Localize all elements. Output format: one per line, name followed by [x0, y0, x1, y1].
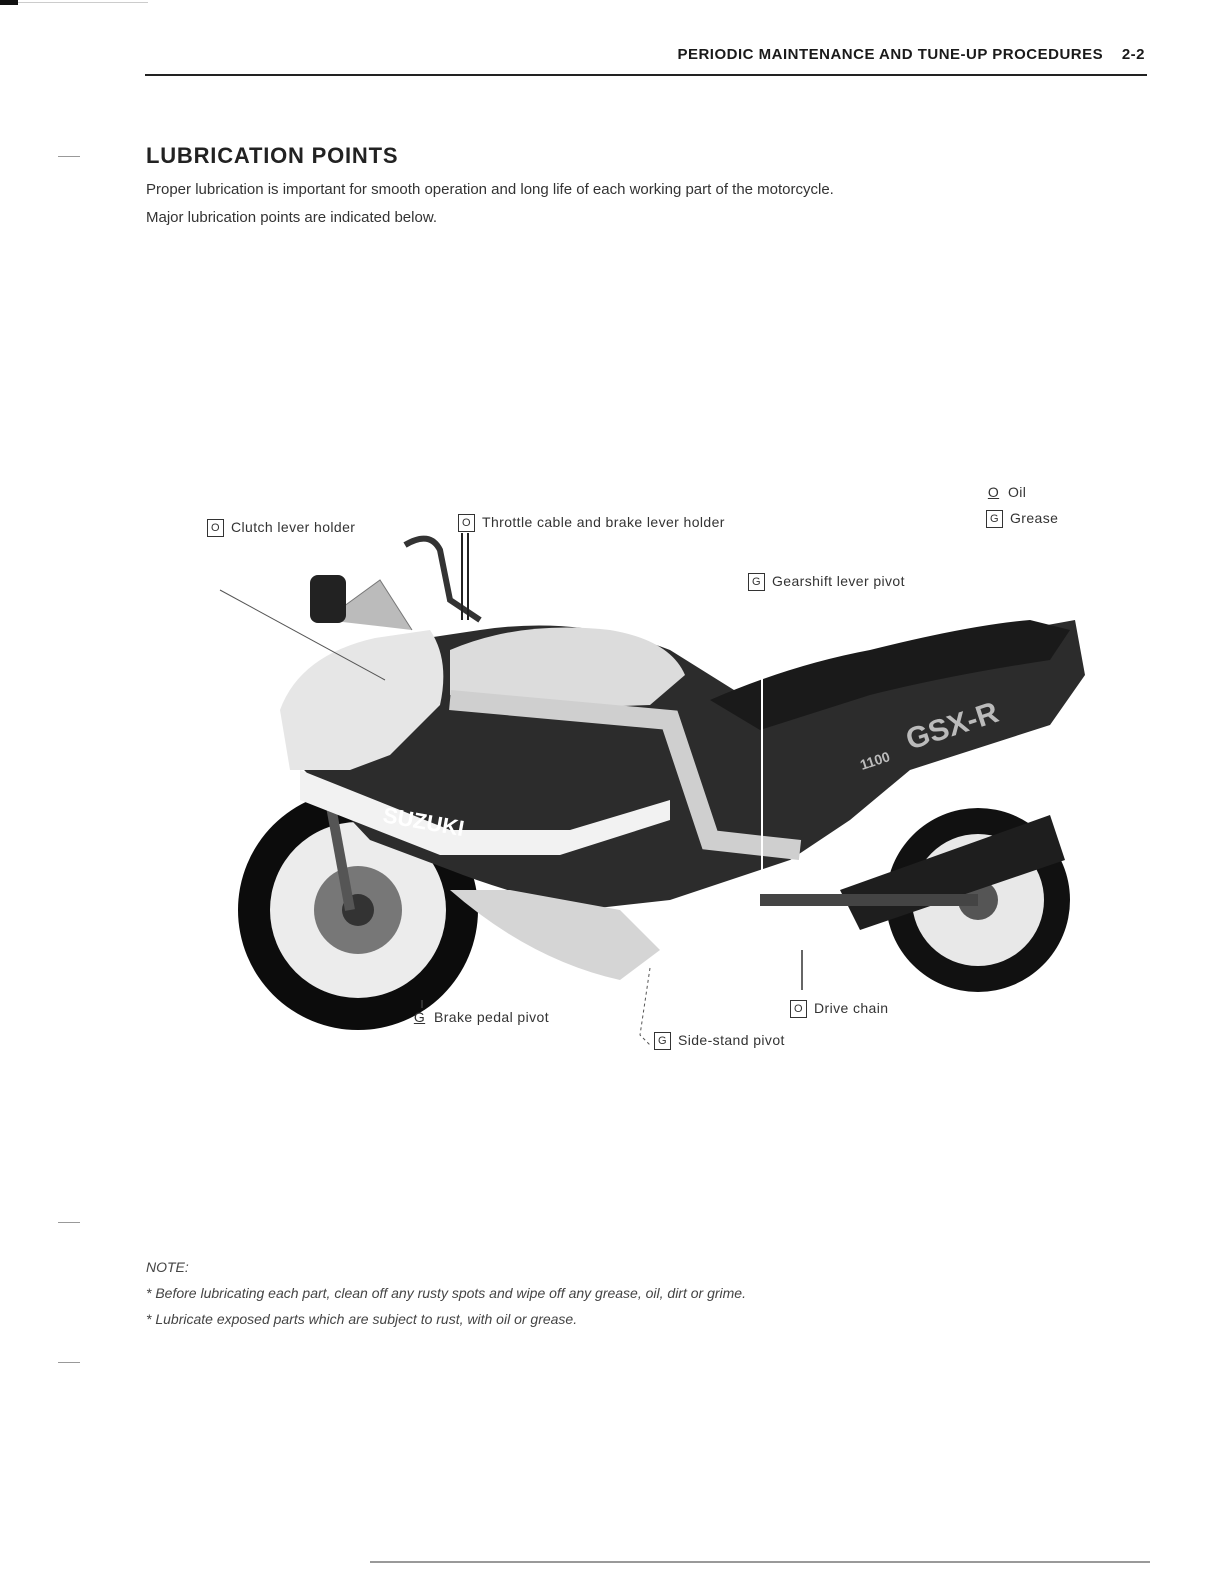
grease-symbol: G: [986, 510, 1003, 529]
label-side-stand-pivot: G Side-stand pivot: [654, 1032, 785, 1051]
clutch-leader-line: [219, 589, 386, 681]
front-fairing: [280, 630, 444, 770]
clutch-symbol: O: [207, 519, 224, 538]
lubrication-figure: SUZUKI GSX-R 1100 O Oil G Grease O Clutch l…: [150, 470, 1150, 1070]
brake-pedal-symbol: G: [413, 1009, 426, 1025]
note-item-2: * Lubricate exposed parts which are subj…: [146, 1311, 578, 1327]
clutch-text: Clutch lever holder: [231, 519, 356, 535]
label-drive-chain: O Drive chain: [790, 1000, 889, 1019]
oil-symbol: O: [987, 484, 1000, 500]
throttle-symbol: O: [458, 514, 475, 533]
drive-chain-text: Drive chain: [814, 1000, 889, 1016]
corner-line: [18, 2, 148, 3]
intro-line-2: Major lubrication points are indicated b…: [146, 209, 437, 226]
page-header: PERIODIC MAINTENANCE AND TUNE-UP PROCEDU…: [145, 46, 1145, 76]
margin-tick: [58, 156, 80, 157]
intro-text: Proper lubrication is important for smoo…: [146, 176, 1166, 232]
belly-pan: [450, 890, 660, 980]
frame-spar: [449, 690, 802, 860]
bottom-rule: [370, 1561, 1150, 1563]
grease-label: Grease: [1010, 510, 1059, 526]
note-item-1: * Before lubricating each part, clean of…: [146, 1285, 746, 1301]
gearshift-text: Gearshift lever pivot: [772, 573, 905, 589]
fuel-tank: [450, 627, 685, 710]
side-stand-text: Side-stand pivot: [678, 1032, 785, 1048]
section-title: LUBRICATION POINTS: [146, 143, 399, 168]
throttle-text: Throttle cable and brake lever holder: [482, 514, 725, 530]
note-title: NOTE:: [146, 1259, 189, 1275]
margin-tick: [58, 1362, 80, 1363]
corner-mark: [0, 0, 18, 5]
seat: [710, 620, 1070, 730]
side-stand-leader-line: [639, 967, 651, 1046]
page-number: 2-2: [1121, 46, 1145, 63]
gearshift-symbol: G: [748, 573, 765, 592]
intro-line-1: Proper lubrication is important for smoo…: [146, 181, 834, 198]
label-gearshift-pivot: G Gearshift lever pivot: [748, 573, 905, 592]
mirror: [310, 575, 346, 623]
brake-pedal-text: Brake pedal pivot: [434, 1009, 549, 1025]
legend-grease: G Grease: [986, 510, 1059, 529]
legend-oil: O Oil: [986, 484, 1026, 500]
header-title: PERIODIC MAINTENANCE AND TUNE-UP PROCEDU…: [677, 46, 1104, 63]
margin-tick: [58, 1222, 80, 1223]
handlebar: [403, 535, 482, 623]
oil-label: Oil: [1008, 484, 1027, 500]
motorcycle-illustration: SUZUKI GSX-R 1100: [219, 533, 1085, 1046]
side-stand-symbol: G: [654, 1032, 671, 1051]
note-block: NOTE: * Before lubricating each part, cl…: [146, 1254, 1146, 1332]
label-brake-pedal-pivot: G Brake pedal pivot: [412, 1009, 549, 1025]
drive-chain-symbol: O: [790, 1000, 807, 1019]
header-rule: [145, 74, 1147, 76]
label-throttle-cable: O Throttle cable and brake lever holder: [458, 514, 725, 533]
fairing-stripe: [300, 770, 670, 855]
label-clutch-lever-holder: O Clutch lever holder: [207, 519, 356, 538]
